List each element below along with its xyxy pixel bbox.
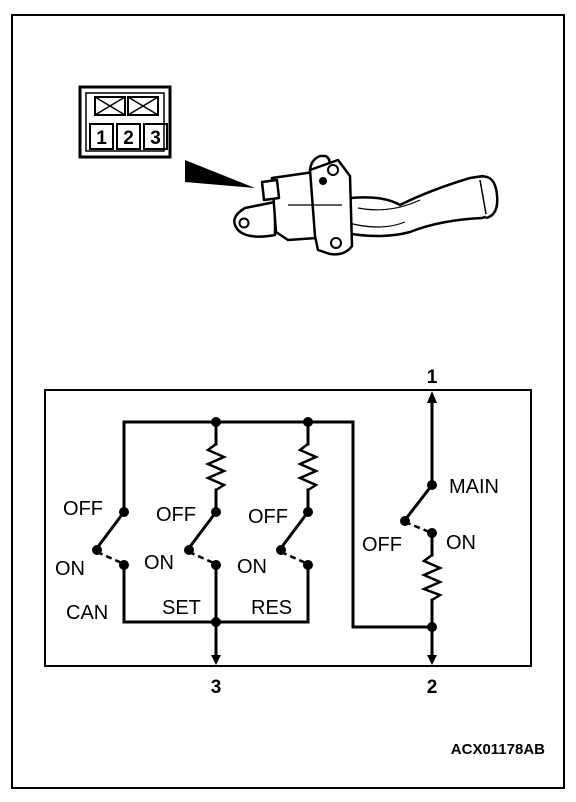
view-arrow-icon (185, 160, 255, 188)
connector-pin-3: 3 (150, 128, 161, 149)
resistor-icon (204, 443, 444, 602)
can-switch-label: CAN (66, 602, 108, 624)
set-switch-label: SET (162, 597, 201, 619)
connector-icon: 1 2 3 (78, 85, 172, 159)
connector-pin-2: 2 (123, 128, 134, 149)
switch-blades (95, 484, 434, 549)
main-off-label: OFF (362, 534, 402, 556)
terminal-1-arrow (427, 391, 437, 403)
connector-pin-1: 1 (96, 128, 107, 149)
res-switch-label: RES (251, 597, 292, 619)
terminal-3-label: 3 (211, 677, 222, 698)
terminal-1-label: 1 (427, 367, 438, 388)
switch-housing-box (44, 389, 532, 667)
outer-frame (11, 14, 565, 789)
circuit-wires (122, 396, 437, 665)
figure-code: ACX01178AB (451, 741, 545, 758)
terminal-2-label: 2 (427, 677, 438, 698)
res-off-label: OFF (248, 506, 288, 528)
main-on-label: ON (446, 532, 476, 554)
set-on-label: ON (144, 552, 174, 574)
main-switch-label: MAIN (449, 476, 499, 498)
res-on-label: ON (237, 556, 267, 578)
junction-dots (92, 417, 437, 632)
set-off-label: OFF (156, 504, 196, 526)
can-off-label: OFF (63, 498, 103, 520)
stalk-switch-icon (233, 154, 499, 256)
can-on-label: ON (55, 558, 85, 580)
